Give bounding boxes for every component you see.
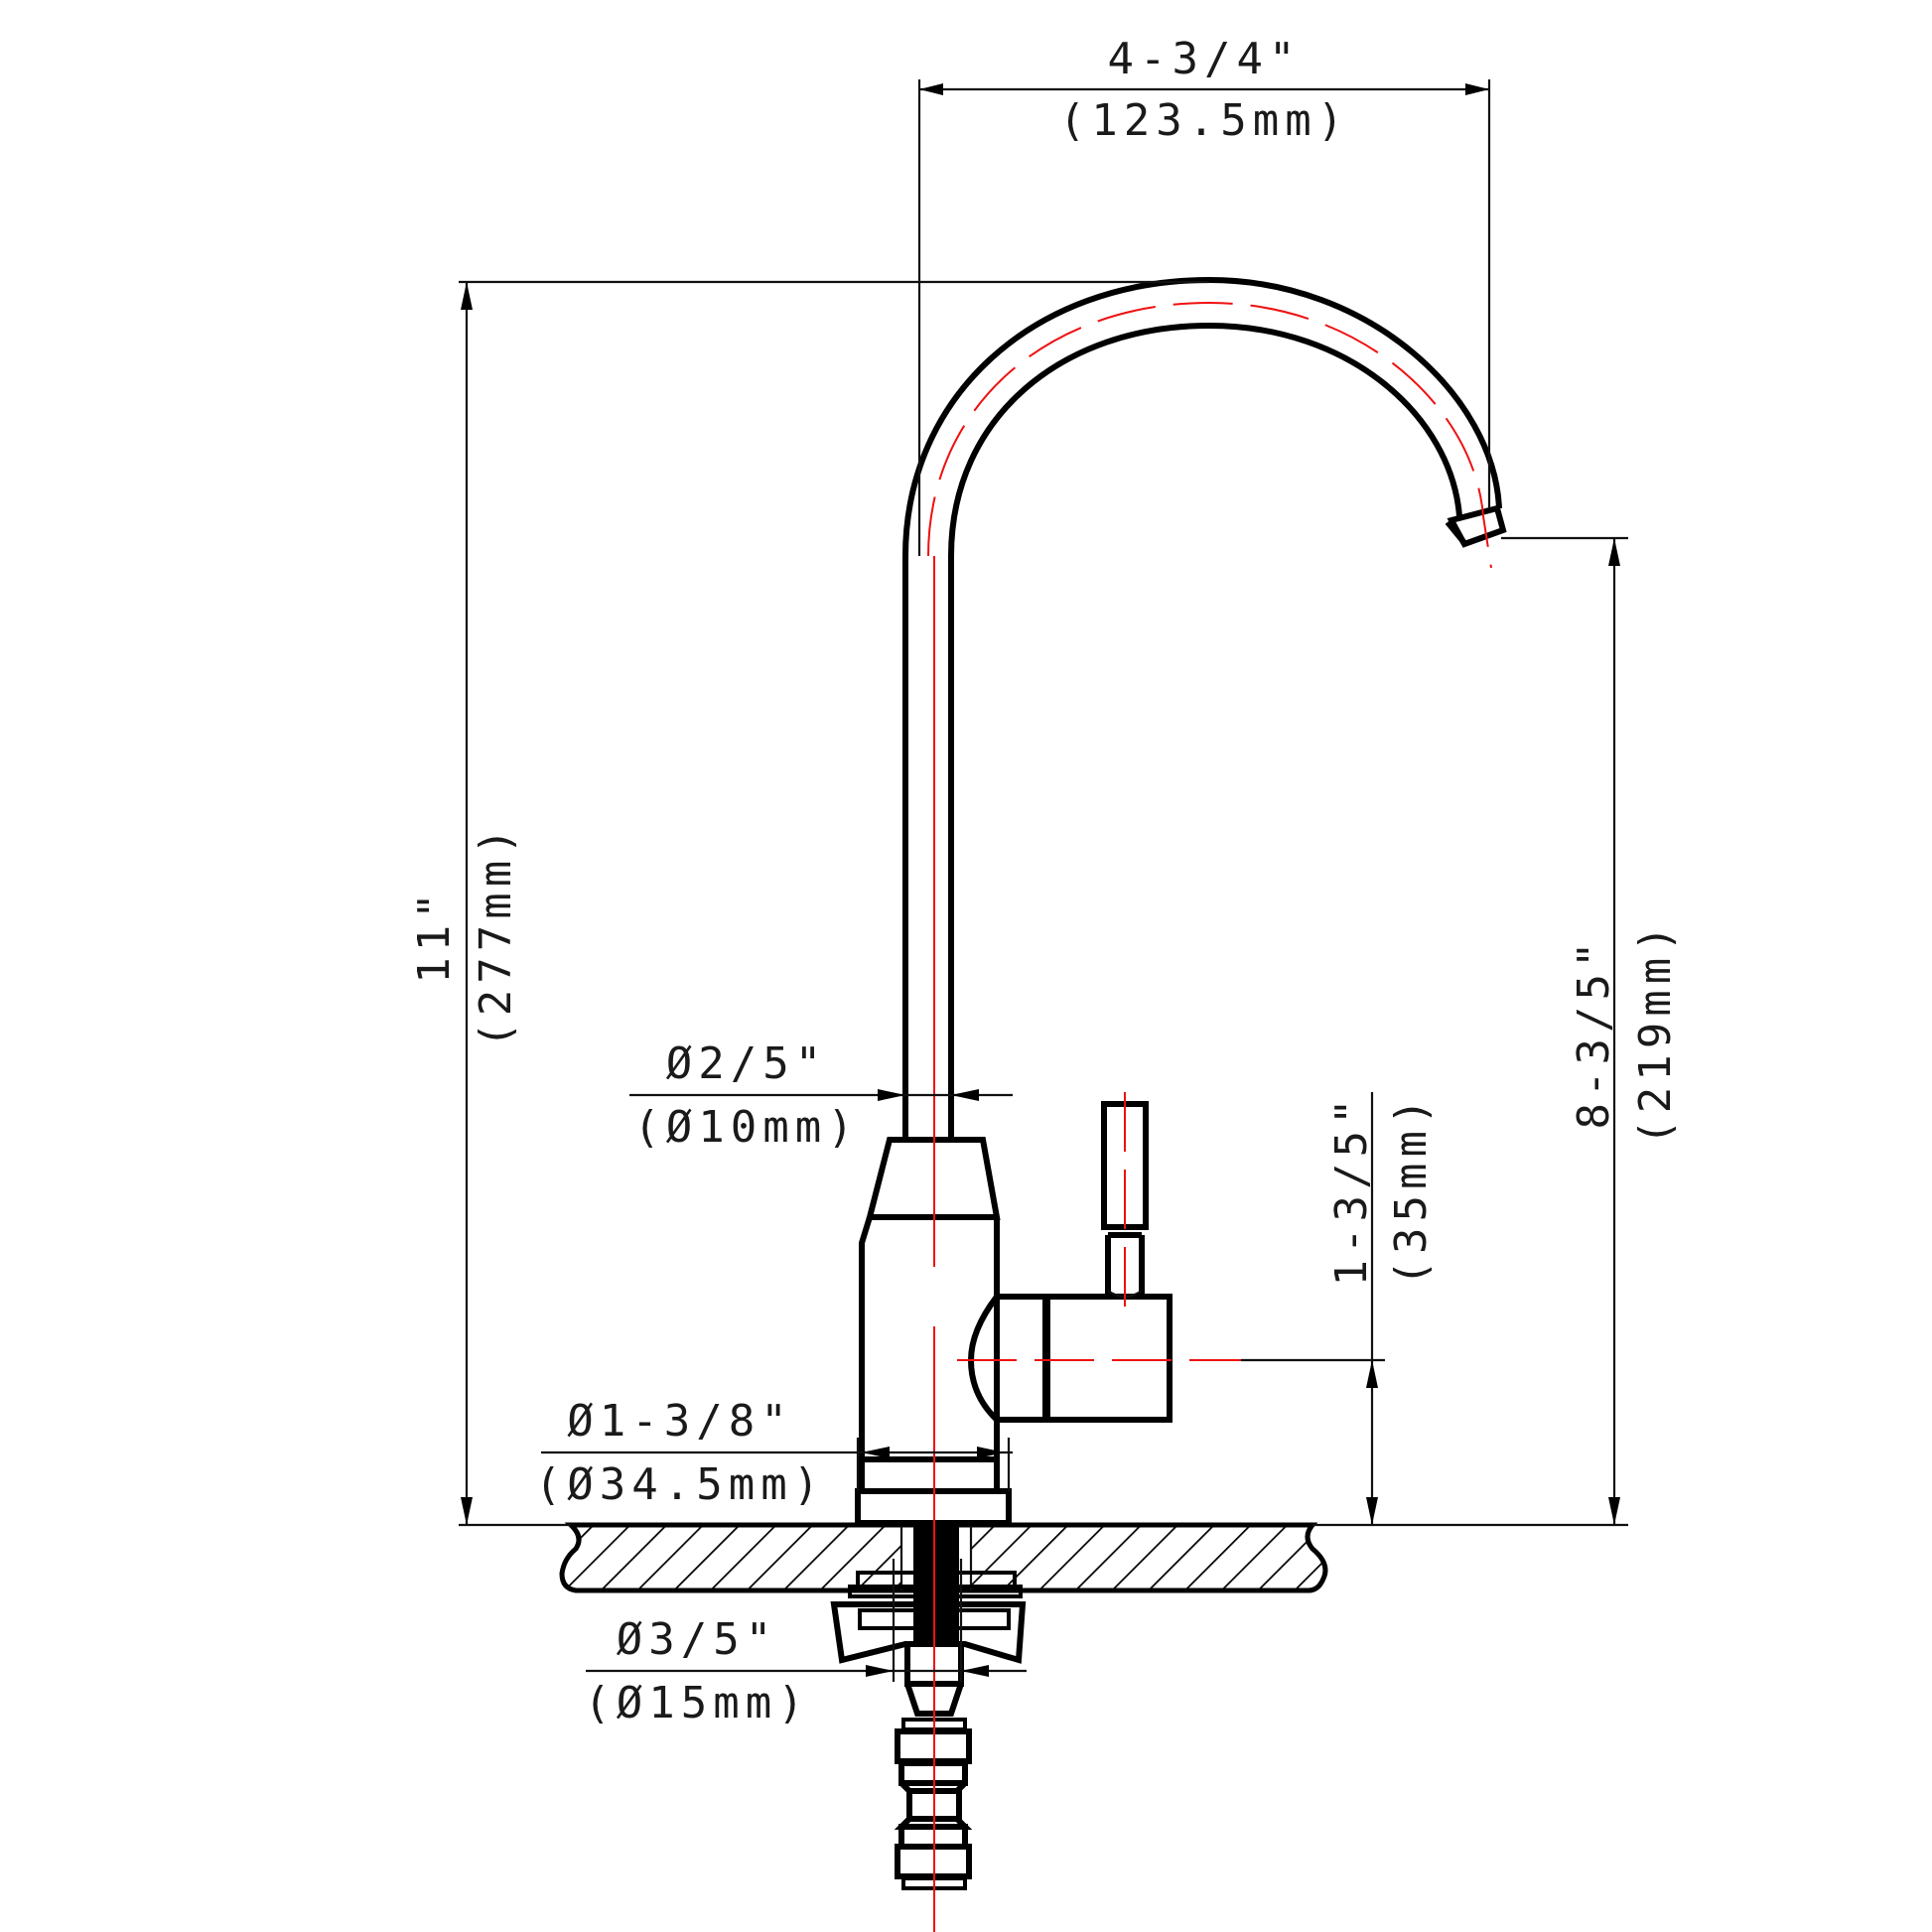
handle-height-metric: (35mm) xyxy=(1386,1093,1437,1287)
spout-reach-imperial: 4-3/4" xyxy=(1108,34,1302,84)
handle-height-imperial: 1-3/5" xyxy=(1326,1093,1377,1287)
shank-diameter-imperial: Ø3/5" xyxy=(617,1614,777,1665)
mounting-nut xyxy=(830,1601,1027,1664)
centerlines xyxy=(927,301,1492,1932)
handle-body xyxy=(967,1294,1173,1423)
dim-shank-diameter: Ø3/5" (Ø15mm) xyxy=(584,1559,1027,1728)
dim-handle-height: 1-3/5" (35mm) xyxy=(1241,1092,1437,1525)
spout-height-metric: (219mm) xyxy=(1630,919,1681,1145)
shank-diameter-metric: (Ø15mm) xyxy=(584,1678,809,1728)
spout-reach-metric: (123.5mm) xyxy=(1059,95,1349,146)
total-height-metric: (277mm) xyxy=(471,822,521,1047)
dim-total-height: 11" (277mm) xyxy=(409,280,1209,1527)
dim-base-diameter: Ø1-3/8" (Ø34.5mm) xyxy=(535,1396,1013,1510)
base-diameter-imperial: Ø1-3/8" xyxy=(567,1396,792,1447)
spout-diameter-metric: (Ø10mm) xyxy=(633,1102,859,1153)
spout-height-imperial: 8-3/5" xyxy=(1569,936,1619,1130)
spout-diameter-imperial: Ø2/5" xyxy=(666,1038,827,1089)
total-height-imperial: 11" xyxy=(409,887,460,983)
dim-spout-reach: 4-3/4" (123.5mm) xyxy=(917,34,1491,556)
dim-spout-diameter: Ø2/5" (Ø10mm) xyxy=(629,1038,1013,1153)
spout-inner xyxy=(948,322,1462,1140)
dim-spout-height: 8-3/5" (219mm) xyxy=(1312,536,1681,1527)
spout-outer xyxy=(902,276,1502,1140)
base-diameter-metric: (Ø34.5mm) xyxy=(535,1459,825,1510)
